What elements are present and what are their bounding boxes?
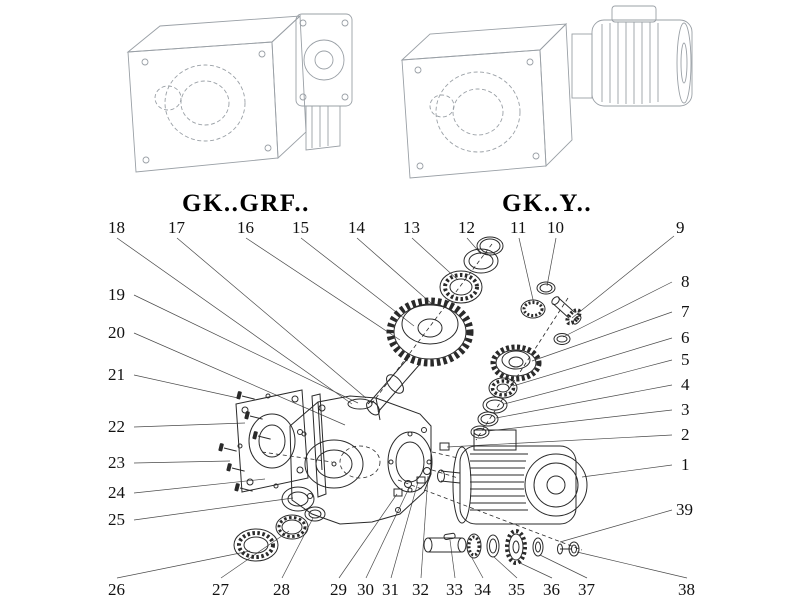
callout-39: 39 bbox=[676, 500, 693, 519]
bevel-pinion-drawing bbox=[520, 281, 582, 345]
output-shaft-drawing bbox=[423, 529, 580, 565]
intermediate-gear-stack-drawing bbox=[470, 344, 542, 439]
model-title-y: GK..Y.. bbox=[502, 190, 593, 217]
callout-27: 27 bbox=[212, 580, 229, 599]
callout-3: 3 bbox=[681, 400, 690, 419]
gearbox-grf-drawing bbox=[126, 13, 353, 173]
gearbox-y-drawing bbox=[400, 5, 693, 179]
callout-24: 24 bbox=[108, 483, 125, 502]
callout-17: 17 bbox=[168, 218, 185, 237]
callout-13: 13 bbox=[403, 218, 420, 237]
callout-36: 36 bbox=[543, 580, 560, 599]
callout-2: 2 bbox=[681, 425, 690, 444]
callout-35: 35 bbox=[508, 580, 525, 599]
callout-1: 1 bbox=[681, 455, 690, 474]
callout-25: 25 bbox=[108, 510, 125, 529]
callout-9: 9 bbox=[676, 218, 685, 237]
callout-6: 6 bbox=[681, 328, 690, 347]
callout-7: 7 bbox=[681, 302, 690, 321]
motor-drawing bbox=[437, 429, 588, 525]
seal-bearing-rings-drawing bbox=[233, 506, 326, 562]
callout-23: 23 bbox=[108, 453, 125, 472]
housing-drawing bbox=[289, 395, 450, 525]
callout-28: 28 bbox=[273, 580, 290, 599]
callout-15: 15 bbox=[292, 218, 309, 237]
callout-20: 20 bbox=[108, 323, 125, 342]
callout-32: 32 bbox=[412, 580, 429, 599]
assembly-axes bbox=[261, 243, 583, 551]
input-gear-shaft-drawing bbox=[366, 236, 504, 416]
callout-14: 14 bbox=[348, 218, 365, 237]
callout-18: 18 bbox=[108, 218, 125, 237]
small-fasteners-drawing bbox=[393, 467, 431, 497]
callout-10: 10 bbox=[547, 218, 564, 237]
callout-22: 22 bbox=[108, 417, 125, 436]
callout-31: 31 bbox=[382, 580, 399, 599]
callout-8: 8 bbox=[681, 272, 690, 291]
callout-37: 37 bbox=[578, 580, 595, 599]
callout-26: 26 bbox=[108, 580, 125, 599]
callout-12: 12 bbox=[458, 218, 475, 237]
callout-38: 38 bbox=[678, 580, 695, 599]
callout-33: 33 bbox=[446, 580, 463, 599]
callout-34: 34 bbox=[474, 580, 491, 599]
callout-19: 19 bbox=[108, 285, 125, 304]
model-title-grf: GK..GRF.. bbox=[182, 190, 310, 217]
callout-4: 4 bbox=[681, 375, 690, 394]
callout-29: 29 bbox=[330, 580, 347, 599]
callout-5: 5 bbox=[681, 350, 690, 369]
callout-11: 11 bbox=[510, 218, 527, 237]
callout-21: 21 bbox=[108, 365, 125, 384]
flange-plate-drawing bbox=[218, 389, 327, 512]
callout-30: 30 bbox=[357, 580, 374, 599]
leader-lines bbox=[116, 235, 688, 579]
callout-16: 16 bbox=[237, 218, 254, 237]
